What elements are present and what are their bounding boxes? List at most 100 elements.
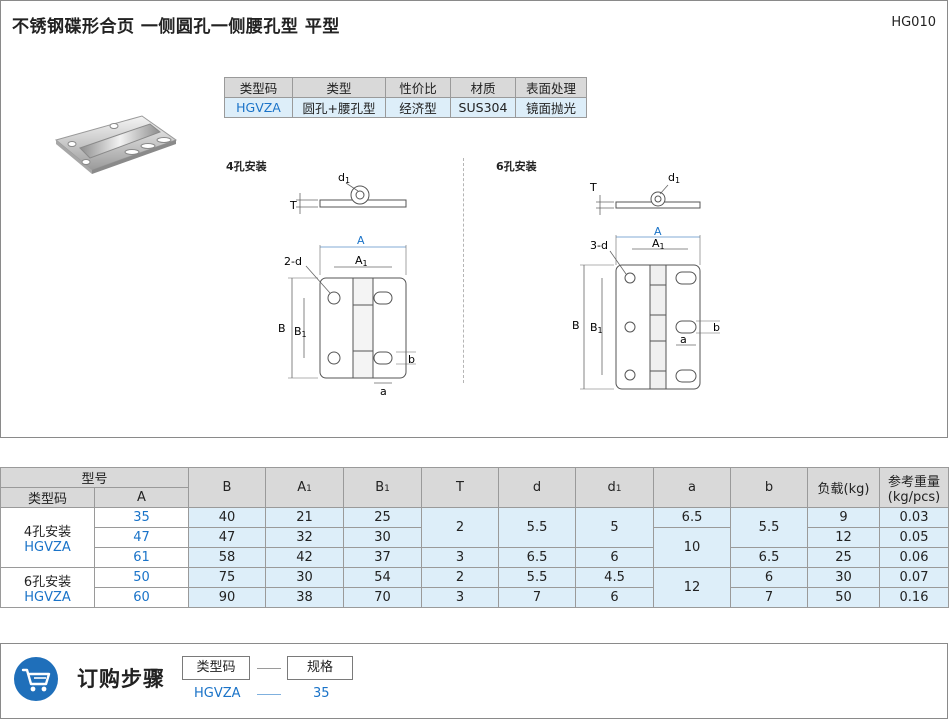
cell-d: 5.5	[498, 507, 577, 548]
label-d1: d1	[668, 171, 680, 185]
front-view: A A1 3-d B B1 b a	[572, 225, 720, 390]
spec-cell: SUS304	[450, 97, 516, 118]
cell-A: 61	[93, 547, 190, 568]
label-A1: A1	[355, 254, 368, 268]
spec-row: HGVZA 圆孔+腰孔型 经济型 SUS304 镜面抛光	[224, 97, 587, 118]
cell-b: 5.5	[730, 507, 809, 548]
header-B: B	[188, 467, 267, 508]
label-B1: B1	[294, 325, 307, 339]
label-2d: 2-d	[284, 255, 302, 268]
label-B: B	[572, 319, 580, 332]
cell-T: 2	[421, 567, 500, 588]
spec-header: 类型	[292, 77, 386, 98]
cell-A1: 42	[265, 547, 345, 568]
cell-A: 60	[93, 587, 190, 608]
cell-B1: 37	[343, 547, 423, 568]
order-steps-panel	[0, 643, 948, 719]
cell-weight: 0.03	[879, 507, 950, 528]
order-value-type-code: HGVZA	[194, 686, 241, 701]
label-b: b	[408, 353, 415, 366]
cell-a: 6.5	[653, 507, 732, 528]
cell-load: 30	[807, 567, 881, 588]
cell-A1: 21	[265, 507, 345, 528]
dimension-table: 型号 B A1 B1 T d d1 a b 负载(kg) 参考重量(kg/pcs…	[0, 467, 950, 608]
cell-a: 10	[653, 527, 732, 568]
label-a: a	[680, 333, 687, 346]
order-value-connector	[257, 694, 281, 695]
cell-A: 35	[93, 507, 190, 528]
header-T: T	[421, 467, 500, 508]
cell-B: 90	[188, 587, 267, 608]
cell-A1: 38	[265, 587, 345, 608]
cell-load: 50	[807, 587, 881, 608]
cell-d: 7	[498, 587, 577, 608]
cell-T: 3	[421, 587, 500, 608]
spec-header: 类型码	[224, 77, 293, 98]
cell-b: 6	[730, 567, 809, 588]
cell-load: 25	[807, 547, 881, 568]
cell-A: 50	[93, 567, 190, 588]
drawing-4hole: T d1 A A1 2-d B B1 b a	[278, 171, 416, 395]
cell-b: 7	[730, 587, 809, 608]
cell-T: 2	[421, 507, 500, 548]
drawing-label-6hole: 6孔安装	[496, 160, 537, 173]
table-header-row: 型号 B A1 B1 T d d1 a b 负载(kg) 参考重量(kg/pcs…	[0, 467, 950, 508]
spec-header-row: 类型码 类型 性价比 材质 表面处理	[224, 77, 587, 98]
cell-load: 9	[807, 507, 881, 528]
cell-B: 40	[188, 507, 267, 528]
spec-cell: 经济型	[385, 97, 451, 118]
cell-A1: 32	[265, 527, 345, 548]
header-a: a	[653, 467, 732, 508]
spec-cell: 镜面抛光	[515, 97, 587, 118]
cell-A1: 30	[265, 567, 345, 588]
label-A: A	[357, 234, 365, 247]
shopping-cart-icon	[21, 668, 51, 692]
cell-b: 6.5	[730, 547, 809, 568]
cell-weight: 0.06	[879, 547, 950, 568]
spec-header: 表面处理	[515, 77, 587, 98]
cell-load: 12	[807, 527, 881, 548]
label-A: A	[654, 225, 662, 238]
cart-badge	[14, 657, 58, 701]
table-row: 61 58 42 37 3 6.5 6 6.5 25 0.06	[1, 547, 950, 568]
header-model: 型号	[0, 467, 190, 488]
cell-B1: 25	[343, 507, 423, 528]
label-3d: 3-d	[590, 239, 608, 252]
product-code: HG010	[891, 15, 936, 30]
header-A: A	[93, 487, 190, 508]
side-view: T d1	[289, 171, 407, 214]
spec-header: 性价比	[385, 77, 451, 98]
cell-weight: 0.07	[879, 567, 950, 588]
hinge-photo	[54, 115, 178, 174]
cell-B: 47	[188, 527, 267, 548]
header-weight: 参考重量(kg/pcs)	[879, 467, 950, 508]
header-load: 负载(kg)	[807, 467, 881, 508]
drawing-divider	[463, 158, 464, 383]
cell-a: 12	[653, 567, 732, 608]
header-B1: B1	[343, 467, 423, 508]
label-a: a	[380, 385, 387, 395]
label-A1: A1	[652, 237, 665, 251]
table-header-row: 类型码 A	[0, 487, 949, 508]
drawing-label-4hole: 4孔安装	[226, 160, 267, 173]
header-d1: d1	[575, 467, 655, 508]
cell-B: 75	[188, 567, 267, 588]
header-b: b	[730, 467, 809, 508]
cell-d: 5.5	[498, 567, 577, 588]
order-connector	[257, 668, 281, 669]
table-row: 47 47 32 30 10 12 0.05	[1, 527, 950, 568]
cell-T: 3	[421, 547, 500, 568]
page-title: 不锈钢碟形合页 一侧圆孔一侧腰孔型 平型	[12, 17, 340, 37]
label-T: T	[589, 181, 597, 194]
label-B: B	[278, 322, 286, 335]
side-view: T d1	[589, 171, 701, 215]
label-T: T	[289, 199, 297, 212]
order-title: 订购步骤	[77, 667, 165, 691]
order-value-spec: 35	[313, 686, 330, 701]
spec-table: 类型码 类型 性价比 材质 表面处理 HGVZA 圆孔+腰孔型 经济型 SUS3…	[224, 77, 587, 118]
cell-weight: 0.16	[879, 587, 950, 608]
cell-d1: 4.5	[575, 567, 655, 588]
